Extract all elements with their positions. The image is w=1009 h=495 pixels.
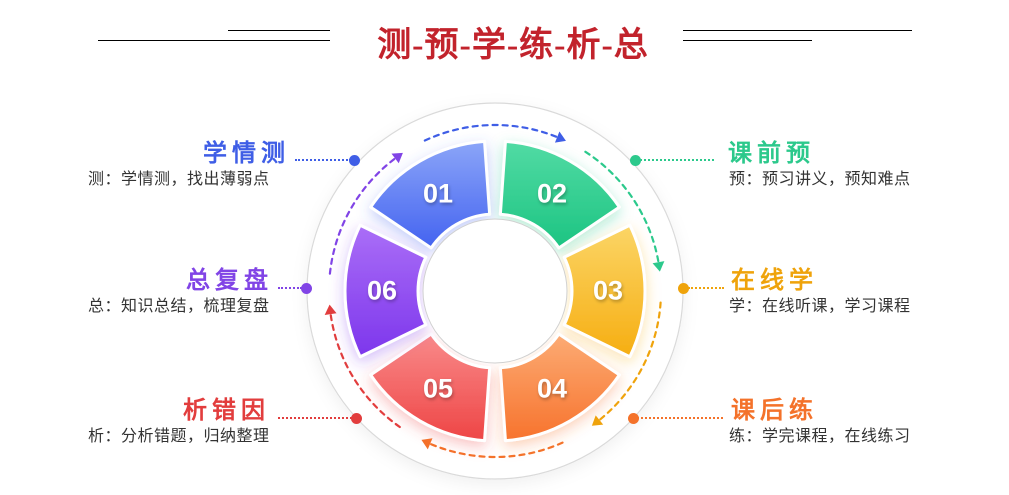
- step-03-description: 学：在线听课，学习课程: [729, 298, 911, 315]
- connector-dot-04: [628, 413, 639, 424]
- connector-dot-06: [301, 283, 312, 294]
- step-01-description: 测：学情测，找出薄弱点: [88, 171, 270, 188]
- connector-dot-03: [678, 283, 689, 294]
- connector-dot-02: [630, 155, 641, 166]
- step-04-label: 课后练: [731, 397, 818, 424]
- step-05-description: 析：分析错题，归纳整理: [88, 428, 270, 445]
- step-02-description: 预：预习讲义，预知难点: [729, 171, 911, 188]
- step-05-label: 析错因: [183, 397, 270, 424]
- leader-line-05: [278, 417, 352, 419]
- step-02-label: 课前预: [728, 140, 815, 167]
- step-01-label: 学情测: [203, 140, 290, 167]
- step-06-description: 总：知识总结，梳理复盘: [88, 298, 270, 315]
- connector-dot-05: [351, 413, 362, 424]
- step-06-label: 总复盘: [186, 267, 273, 294]
- step-04-description: 练：学完课程，在线练习: [729, 428, 911, 445]
- title-rule-right-long: [683, 30, 912, 31]
- leader-line-03: [688, 287, 724, 289]
- connector-dot-01: [349, 155, 360, 166]
- title-rule-left-short: [228, 30, 330, 31]
- leader-line-04: [637, 417, 723, 419]
- leader-line-01: [295, 159, 351, 161]
- leader-line-02: [640, 159, 714, 161]
- title-rule-right-short: [683, 40, 812, 41]
- title-rule-left-long: [98, 40, 330, 41]
- page-title: 测-预-学-练-析-总: [377, 27, 649, 64]
- step-03-label: 在线学: [731, 267, 818, 294]
- leader-line-06: [278, 287, 302, 289]
